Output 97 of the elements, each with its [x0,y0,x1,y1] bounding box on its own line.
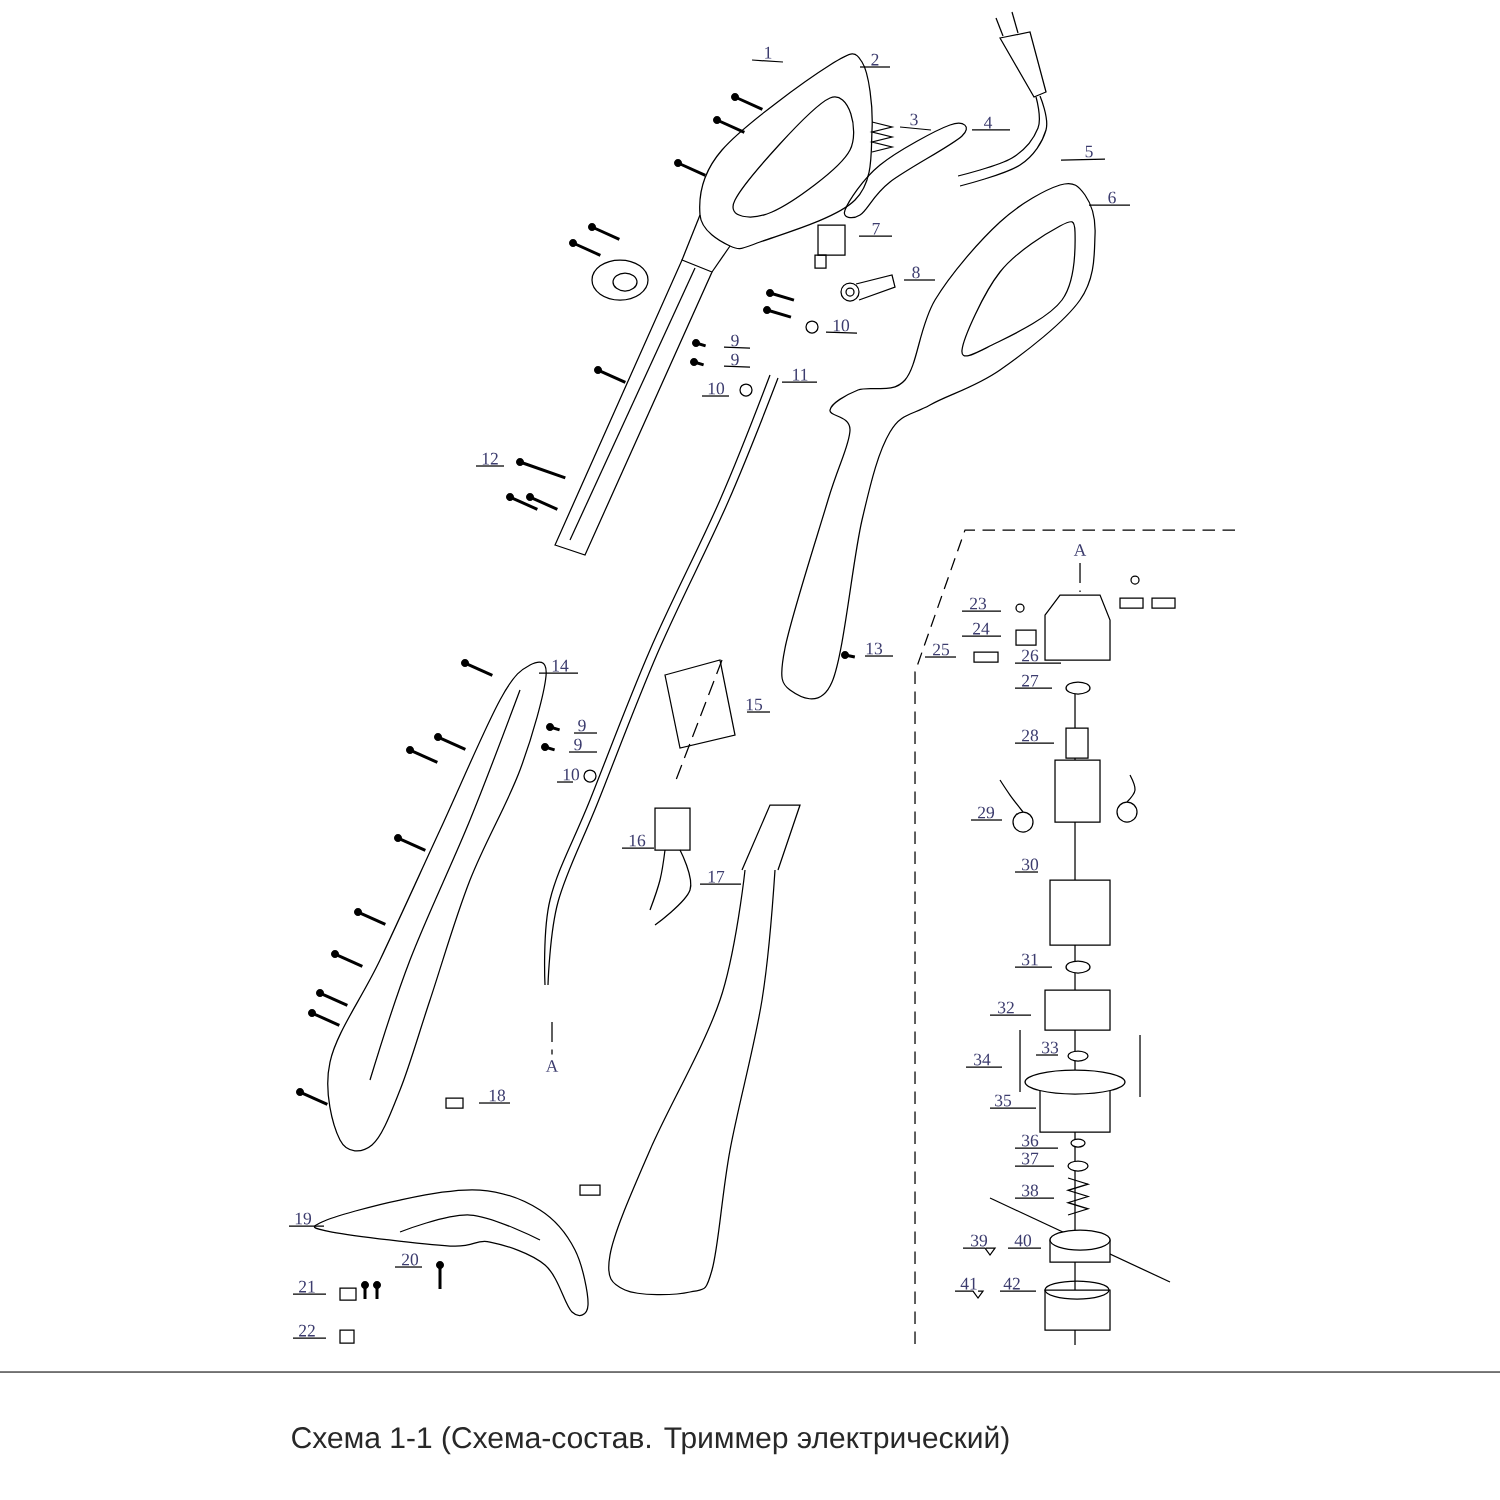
leader-line [723,365,751,368]
callout-number: 32 [998,1001,1014,1014]
callout-number: 3 [910,113,918,126]
leader-line [970,819,1003,821]
callout-number: 9 [578,719,586,732]
callout-number: 14 [552,659,569,672]
leader-line [1014,966,1053,968]
callout-number: 1 [765,46,772,59]
callout-number: 33 [1042,1041,1059,1054]
leader-line [538,672,579,674]
leader-line [478,1102,511,1104]
leader-line [999,1290,1037,1292]
leader-line [1007,1247,1042,1249]
leader-line [699,883,742,885]
leader-line [556,781,574,783]
leader-line [1060,158,1106,161]
leader-line [1014,871,1039,873]
leader-line [1014,662,1062,664]
leader-line [859,66,891,68]
leader-line [825,331,858,334]
leader-line [751,59,784,63]
leader-line [288,1225,325,1227]
leader-line [475,465,505,467]
callout-number: 37 [1022,1152,1039,1165]
section-letter: A [1073,544,1087,556]
callout-number: 38 [1022,1184,1039,1197]
leader-line [899,126,932,131]
callout-number: 17 [708,870,725,883]
leader-line [1014,742,1055,744]
leader-line [989,1014,1032,1016]
callout-number: 5 [1085,145,1093,158]
callout-number: 4 [984,116,993,129]
callout-number: 13 [866,642,883,655]
section-letter: A [545,1060,559,1072]
leader-line [394,1266,423,1268]
callout-number: 10 [708,382,725,395]
leader-line [971,129,1011,131]
leader-line [1035,1054,1059,1056]
callout-number: 23 [970,597,987,610]
leader-line [1088,204,1131,206]
leader-line [723,346,751,349]
leader-line [989,1107,1037,1109]
leader-line [961,635,1002,637]
leader-line [1014,1165,1055,1167]
leader-line [903,279,936,281]
callout-number: 42 [1003,1277,1020,1290]
callout-number: 29 [978,806,995,819]
callout-number: 27 [1022,674,1039,687]
leader-line [864,655,894,657]
callout-number: 20 [402,1253,419,1266]
callout-number: 9 [731,334,739,347]
leader-line [292,1337,327,1339]
callout-number: 9 [574,738,582,751]
leader-line [961,610,1002,612]
callout-number: 36 [1022,1134,1039,1147]
callout-number: 6 [1108,191,1116,204]
callout-number: 2 [871,53,879,66]
callout-number: 41 [960,1277,977,1290]
leader-line [1014,687,1053,689]
leader-line [292,1293,327,1295]
leader-line [962,1247,997,1257]
callout-number: 21 [299,1280,315,1293]
callout-number: 9 [731,353,739,366]
leader-line [573,732,598,734]
callout-number: 12 [482,452,498,465]
callout-number: 28 [1022,729,1039,742]
leader-line [954,1290,985,1300]
leader-line [701,395,730,397]
callout-number: 8 [912,266,920,279]
leader-line [924,656,957,658]
callout-number: 34 [974,1053,991,1066]
leader-line [965,1066,1003,1068]
callout-number: 19 [295,1212,312,1225]
leader-line [621,847,655,849]
callout-number: 24 [973,622,990,635]
leader-line [568,751,598,753]
caption: Схема 1-1 (Схема-состав. Триммер электрический) [292,1425,1009,1455]
callout-number: 16 [629,834,646,847]
callout-number: 10 [833,319,850,332]
leader-line [1014,1197,1055,1199]
callout-number: 25 [933,643,950,656]
callout-number: 35 [995,1094,1012,1107]
callout-number: 11 [793,368,808,381]
callout-number: 31 [1022,953,1038,966]
callout-number: 30 [1022,858,1039,871]
leader-line [858,235,893,237]
callout-number: 18 [489,1089,506,1102]
callout-number: 26 [1022,649,1039,662]
callout-number: 7 [872,222,880,235]
callout-number: 15 [746,698,763,711]
leader-line [1014,1147,1059,1149]
leader-line [781,381,818,383]
callout-number: 40 [1014,1234,1032,1247]
callout-number: 10 [563,768,580,781]
callout-number: 22 [299,1324,315,1337]
callout-number: 39 [971,1234,988,1247]
leader-line [746,711,771,713]
